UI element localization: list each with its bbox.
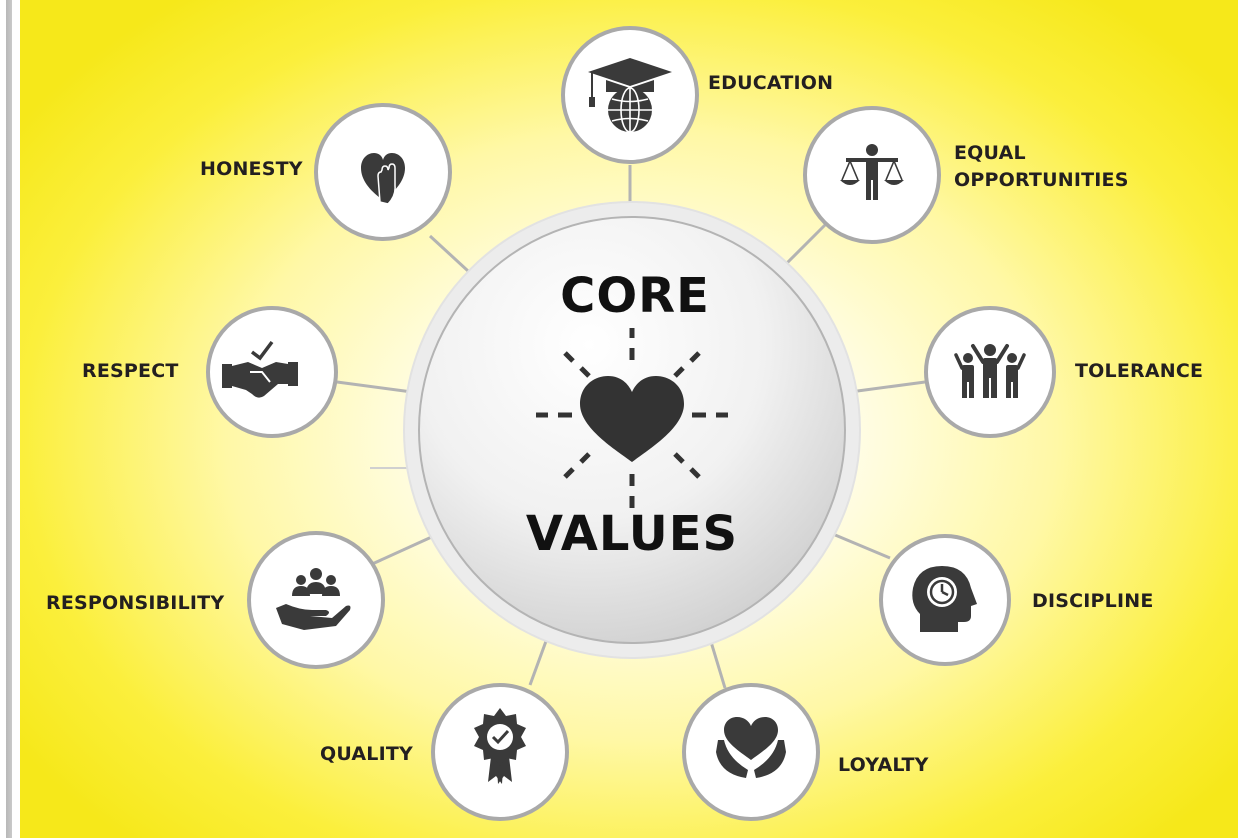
group-people-icon bbox=[954, 344, 1026, 398]
value-node-respect bbox=[206, 306, 338, 438]
connector-responsibility bbox=[369, 533, 437, 567]
label-equal-opportunities-line1: EQUAL bbox=[954, 142, 1026, 164]
label-education: EDUCATION bbox=[708, 72, 834, 94]
value-node-education bbox=[561, 26, 699, 164]
label-quality: QUALITY bbox=[320, 743, 413, 765]
award-badge-icon bbox=[474, 708, 526, 784]
center-title-values: VALUES bbox=[525, 506, 739, 562]
label-tolerance: TOLERANCE bbox=[1075, 360, 1204, 382]
label-respect: RESPECT bbox=[82, 360, 179, 382]
label-honesty: HONESTY bbox=[200, 158, 303, 180]
scales-person-icon bbox=[840, 144, 904, 200]
heart-hand-icon bbox=[361, 153, 405, 205]
value-node-tolerance bbox=[924, 306, 1056, 438]
value-node-honesty bbox=[314, 103, 452, 241]
label-equal-opportunities-line2: OPPORTUNITIES bbox=[954, 169, 1129, 191]
value-node-responsibility bbox=[247, 531, 385, 669]
label-discipline: DISCIPLINE bbox=[1032, 590, 1154, 612]
hand-holding-people-icon bbox=[276, 568, 351, 630]
center-title-core: CORE bbox=[560, 268, 710, 324]
connector-respect bbox=[336, 380, 413, 394]
hands-heart-icon bbox=[716, 717, 786, 778]
label-responsibility: RESPONSIBILITY bbox=[46, 592, 225, 614]
handshake-check-icon bbox=[222, 340, 298, 398]
label-loyalty: LOYALTY bbox=[838, 754, 929, 776]
label-equal-opportunities: EQUAL OPPORTUNITIES bbox=[954, 140, 1129, 194]
graduation-cap-globe-icon bbox=[588, 58, 672, 133]
connector-tolerance bbox=[849, 380, 926, 394]
value-node-discipline bbox=[879, 534, 1011, 666]
diagram-graphic bbox=[206, 26, 1056, 821]
left-border bbox=[0, 0, 20, 838]
value-node-equal-opportunities bbox=[803, 106, 941, 244]
head-clock-icon bbox=[912, 566, 977, 632]
core-values-diagram: CORE VALUES EDUCATION EQUAL OPPORTUNITIE… bbox=[20, 0, 1238, 838]
center-heart-icon bbox=[536, 328, 728, 508]
value-node-quality bbox=[431, 683, 569, 821]
value-node-loyalty bbox=[682, 683, 820, 821]
connector-discipline bbox=[827, 530, 891, 560]
